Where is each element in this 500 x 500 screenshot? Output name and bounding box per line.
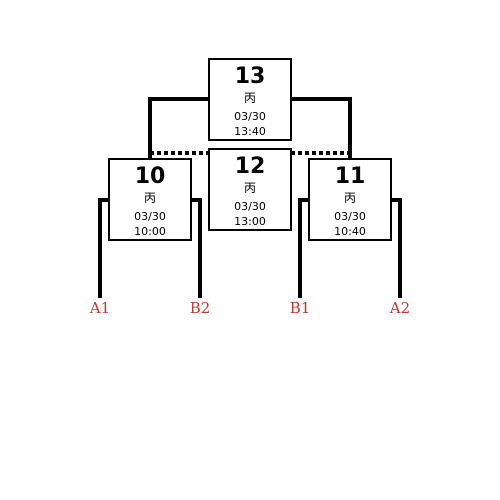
- match-group: 丙: [243, 181, 256, 195]
- match-time: 13:00: [234, 215, 266, 228]
- match-date: 03/30: [234, 110, 266, 123]
- team-label-b1: B1: [289, 299, 311, 317]
- team-label-a1: A1: [89, 299, 111, 317]
- match-date: 03/30: [234, 200, 266, 213]
- match-group: 丙: [243, 91, 256, 105]
- match-date: 03/30: [334, 210, 366, 223]
- match-group: 丙: [343, 191, 356, 205]
- team-label-a2: A2: [389, 299, 411, 317]
- match-number: 11: [334, 164, 366, 189]
- match-box-10: 10 丙 03/30 10:00: [108, 158, 192, 241]
- match-time: 13:40: [234, 125, 266, 138]
- connector-13-left: [148, 97, 209, 158]
- connector-13-right: [291, 97, 352, 158]
- match-number: 12: [234, 154, 266, 179]
- match-time: 10:40: [334, 225, 366, 238]
- match-box-11: 11 丙 03/30 10:40: [308, 158, 392, 241]
- match-number: 13: [234, 64, 266, 89]
- connector-11-a2: [391, 198, 402, 298]
- connector-10-a1: [98, 198, 109, 298]
- match-box-12: 12 丙 03/30 13:00: [208, 148, 292, 231]
- match-time: 10:00: [134, 225, 166, 238]
- team-label-b2: B2: [189, 299, 211, 317]
- connector-11-b1: [298, 198, 309, 298]
- match-date: 03/30: [134, 210, 166, 223]
- match-group: 丙: [143, 191, 156, 205]
- match-number: 10: [134, 164, 166, 189]
- connector-10-b2: [191, 198, 202, 298]
- match-box-13: 13 丙 03/30 13:40: [208, 58, 292, 141]
